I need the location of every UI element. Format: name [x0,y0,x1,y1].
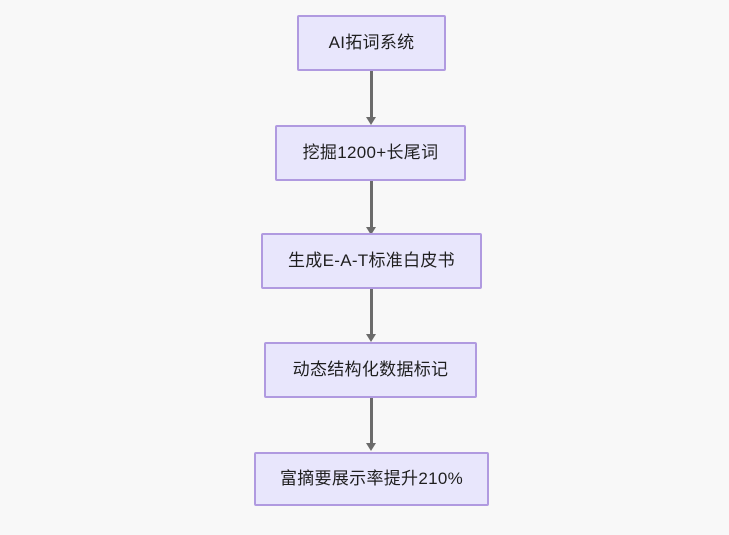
flow-edge-2-3-arrowhead [366,227,376,235]
flow-node-5[interactable]: 富摘要展示率提升210% [254,452,489,506]
flow-node-4[interactable]: 动态结构化数据标记 [264,342,477,398]
flow-node-3[interactable]: 生成E-A-T标准白皮书 [261,233,482,289]
flow-node-3-label: 生成E-A-T标准白皮书 [288,250,455,270]
flow-node-1[interactable]: AI拓词系统 [297,15,446,71]
flow-node-1-label: AI拓词系统 [328,32,415,52]
flow-edge-1-2-arrowhead [366,117,376,125]
flow-edge-3-4-arrowhead [366,334,376,342]
flow-node-2-label: 挖掘1200+长尾词 [302,142,439,162]
flow-edge-4-5-arrowhead [366,443,376,451]
flow-edge-2-3-line [369,181,373,228]
flow-node-5-label: 富摘要展示率提升210% [279,468,464,488]
flow-node-2[interactable]: 挖掘1200+长尾词 [275,125,466,181]
flow-node-4-label: 动态结构化数据标记 [292,359,449,379]
flow-edge-1-2-line [369,71,373,118]
flow-edge-4-5-line [369,398,373,444]
flow-edge-3-4-line [369,289,373,335]
